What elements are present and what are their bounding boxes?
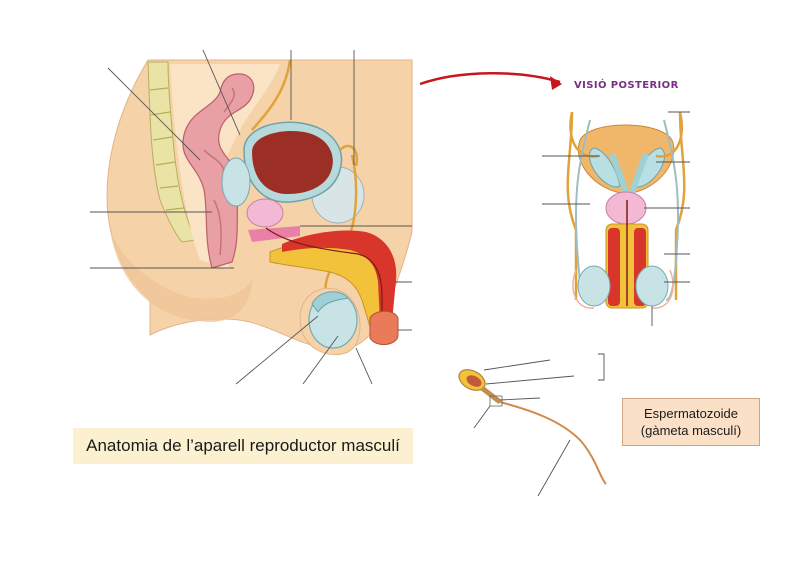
posterior-testis-right: [635, 265, 669, 307]
sperm-caption: Espermatozoide (gàmeta masculí): [622, 398, 760, 446]
posterior-view-title: VISIÓ POSTERIOR: [574, 80, 679, 91]
anatomy-caption-text: Anatomia de l’aparell reproductor mascul…: [86, 436, 400, 455]
posterior-leader-lines: [542, 111, 690, 326]
glans: [369, 310, 399, 345]
penis-red: [282, 230, 397, 322]
sperm-caption-line2: (gàmeta masculí): [640, 423, 742, 438]
arrow-to-posterior: [419, 71, 561, 86]
sagittal-leader-lines: [90, 49, 412, 385]
sperm-illustration: [458, 353, 607, 497]
vas-deferens-loop: [339, 144, 359, 167]
buttock: [110, 230, 252, 322]
posterior-testis-left: [577, 265, 611, 307]
prostate: [246, 198, 284, 228]
arrow-head: [550, 76, 562, 90]
bladder-lumen: [252, 130, 333, 194]
urethra-line: [265, 227, 383, 338]
sperm-tail: [499, 401, 607, 485]
posterior-view: [542, 111, 690, 326]
posterior-scrotum-right: [651, 269, 674, 309]
posterior-scrotum-left: [572, 269, 595, 309]
pelvic-floor: [248, 226, 300, 242]
epididymis: [311, 291, 349, 313]
sagittal-view: [90, 49, 413, 385]
sperm-midpiece: [480, 386, 502, 404]
vertebra-lines: [149, 87, 185, 211]
seminal-vesicle: [221, 157, 251, 207]
sperm-nucleus: [466, 375, 482, 387]
sperm-leader-lines: [473, 353, 605, 497]
sperm-caption-line1: Espermatozoide: [644, 406, 738, 421]
posterior-prostate: [605, 191, 647, 225]
anatomy-caption: Anatomia de l’aparell reproductor mascul…: [73, 428, 413, 464]
sperm-zoom-box: [489, 395, 503, 407]
posterior-cord-right: [663, 119, 680, 301]
posterior-penis-red-left: [608, 228, 620, 306]
